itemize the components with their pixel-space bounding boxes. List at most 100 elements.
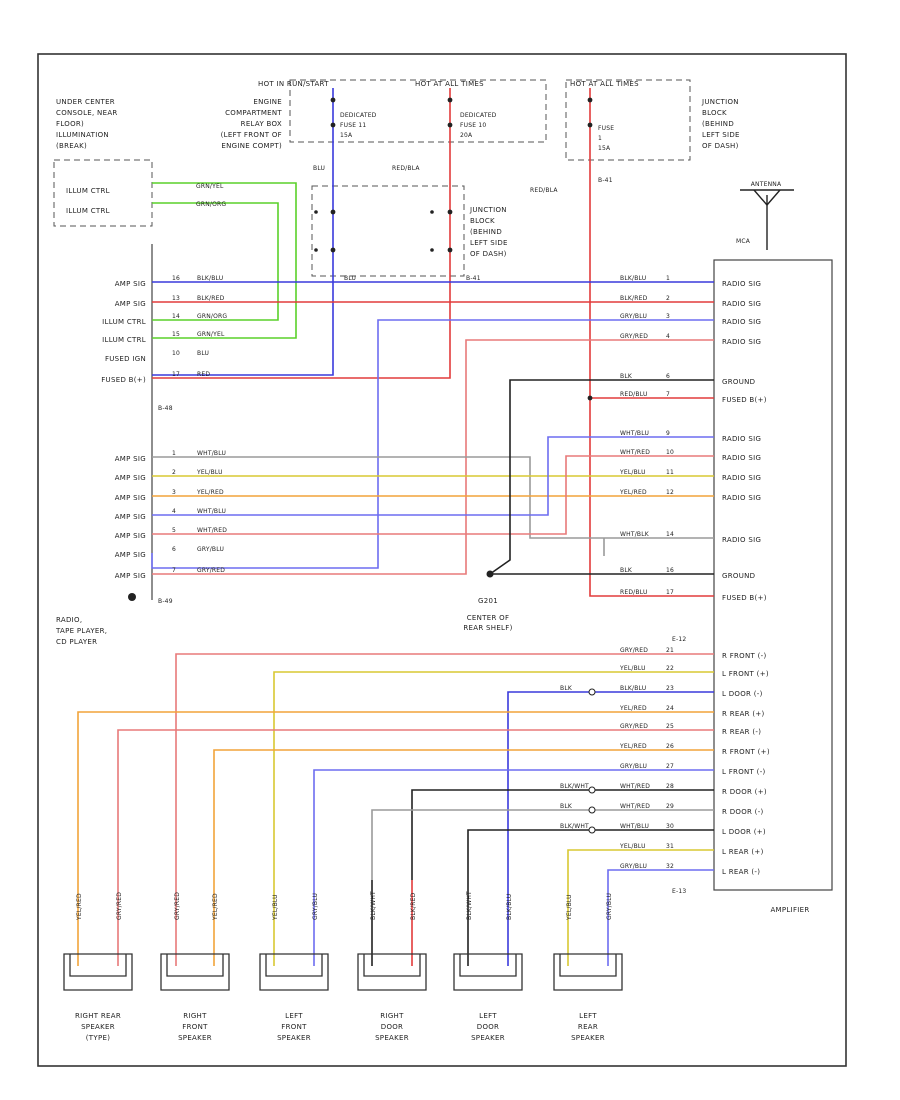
radio-pin-label: AMP SIG	[115, 280, 146, 288]
amp-pin-label: R REAR (+)	[722, 710, 765, 718]
speaker-wire-label: GRY/BLU	[606, 893, 613, 920]
amp-pin-label: L DOOR (+)	[722, 828, 766, 836]
amp-pin-wire: GRY/BLU	[620, 863, 647, 870]
radio-pin-wire: GRN/YEL	[197, 331, 225, 338]
radio-pin-wire: GRY/BLU	[197, 546, 224, 553]
outer-frame	[37, 53, 847, 1067]
illum-break-title-line: (BREAK)	[56, 142, 87, 150]
splice-connector-icon	[588, 786, 596, 794]
speaker-wire-label: BLK/WHT	[466, 891, 473, 920]
junction-block-right-label-line: BLOCK	[702, 109, 727, 117]
illum-break-title-line: UNDER CENTER	[56, 98, 115, 106]
amp-pin-wire: WHT/RED	[620, 803, 650, 810]
amp-pin-label: L FRONT (-)	[722, 768, 766, 776]
connector-pin	[587, 395, 593, 401]
wire-grn-org	[152, 202, 279, 321]
radio-pin-label: ILLUM CTRL	[102, 318, 146, 326]
wire-speaker-feed	[607, 869, 714, 880]
splice-label: BLK	[560, 685, 573, 692]
engine-relay-box-label-line: (LEFT FRONT OF	[221, 131, 282, 139]
junction-block-right-label-line: LEFT SIDE	[702, 131, 740, 139]
radio-pin-wire: BLK/RED	[197, 295, 225, 302]
splice-label: BLK/WHT	[560, 823, 589, 830]
amp-pin-wire: WHT/BLK	[620, 531, 650, 538]
amp-pin-wire: GRY/BLU	[620, 313, 647, 320]
speaker-name-label: RIGHT REAR	[75, 1012, 121, 1020]
amp-pin-number: 22	[666, 665, 674, 672]
amp-pin-label: R DOOR (-)	[722, 808, 764, 816]
wire-grn-yel	[152, 182, 297, 339]
amp-pin-label: RADIO SIG	[722, 280, 761, 288]
junction-block-right-label-line: JUNCTION	[701, 98, 739, 106]
hot-all-times-label: HOT AT ALL TIMES	[415, 80, 484, 88]
speaker-wire-label: YEL/BLU	[566, 894, 573, 921]
radio-pin-number: 2	[172, 469, 176, 476]
amp-pin-wire: BLK	[620, 373, 633, 380]
radio-pin-wire: RED	[197, 371, 210, 378]
junction-block-mid-label-line: BLOCK	[470, 217, 495, 225]
speaker-icon	[357, 953, 427, 991]
speaker-icon	[63, 953, 133, 991]
connector-pin	[330, 247, 336, 253]
amp-pin-number: 14	[666, 531, 674, 538]
illum-break-box	[53, 159, 153, 227]
junction-block-right-label-line: OF DASH)	[702, 142, 739, 150]
radio-pin-number: 14	[172, 313, 180, 320]
hot-all-times-right-label: HOT AT ALL TIMES	[570, 80, 639, 88]
amp-pin-wire: GRY/RED	[620, 333, 648, 340]
amp-pin-number: 2	[666, 295, 670, 302]
speaker-name-label: LEFT	[579, 1012, 597, 1020]
amp-pin-wire: WHT/BLU	[620, 430, 649, 437]
amplifier-label: AMPLIFIER	[770, 906, 809, 914]
speaker-name-label: RIGHT	[183, 1012, 207, 1020]
amp-pin-wire: BLK/BLU	[620, 685, 646, 692]
wire-speaker-feed	[213, 749, 714, 880]
radio-pin-label: FUSED IGN	[105, 355, 146, 363]
conn-b41b-label: B-41	[466, 275, 481, 282]
amp-pin-wire: YEL/BLU	[619, 843, 646, 850]
wire-speaker-feed	[77, 711, 714, 880]
amp-pin-label: L DOOR (-)	[722, 690, 763, 698]
junction-fuse-box	[565, 79, 691, 161]
speaker-icon	[553, 953, 623, 991]
pin-blu-label: BLU	[344, 275, 356, 282]
amp-pin-number: 28	[666, 783, 674, 790]
amp-pin-number: 31	[666, 843, 674, 850]
fuse-1-label-line: FUSE	[598, 125, 614, 132]
radio-pin-label: AMP SIG	[115, 455, 146, 463]
junction-block-mid	[311, 185, 465, 277]
conn-e13-label: E-13	[672, 888, 686, 895]
radio-pin-wire: GRN/ORG	[197, 313, 227, 320]
speaker-wire-label: YEL/RED	[212, 893, 219, 921]
amp-pin-wire: BLK	[620, 567, 633, 574]
amp-pin-number: 9	[666, 430, 670, 437]
speaker-wire-label: YEL/RED	[76, 893, 83, 921]
amp-pin-label: RADIO SIG	[722, 454, 761, 462]
wire-ground-6	[489, 379, 714, 575]
connector-pin	[314, 210, 318, 214]
speaker-wire-label: BLK/WHT	[370, 891, 377, 920]
amp-pin-label: RADIO SIG	[722, 536, 761, 544]
wire-speaker-feed	[507, 691, 714, 880]
amp-pin-number: 25	[666, 723, 674, 730]
amp-pin-wire: YEL/BLU	[619, 665, 646, 672]
junction-block-mid-label-line: JUNCTION	[469, 206, 507, 214]
amp-pin-number: 29	[666, 803, 674, 810]
amp-pin-number: 27	[666, 763, 674, 770]
amp-pin-wire: WHT/RED	[620, 783, 650, 790]
speaker-name-label: LEFT	[285, 1012, 303, 1020]
radio-pin-label: AMP SIG	[115, 474, 146, 482]
radio-pin-label: AMP SIG	[115, 551, 146, 559]
connector-pin	[430, 248, 434, 252]
junction-block-mid-label-line: OF DASH)	[470, 250, 507, 258]
radio-pin-number: 10	[172, 350, 180, 357]
amp-pin-wire: YEL/BLU	[619, 469, 646, 476]
speaker-name-label: RIGHT	[380, 1012, 404, 1020]
wire-speaker-feed	[567, 849, 714, 880]
connector-pin	[587, 97, 593, 103]
speaker-wire-label: YEL/BLU	[272, 894, 279, 921]
fuse-10-label-line: DEDICATED	[460, 112, 497, 119]
amp-pin-number: 1	[666, 275, 670, 282]
